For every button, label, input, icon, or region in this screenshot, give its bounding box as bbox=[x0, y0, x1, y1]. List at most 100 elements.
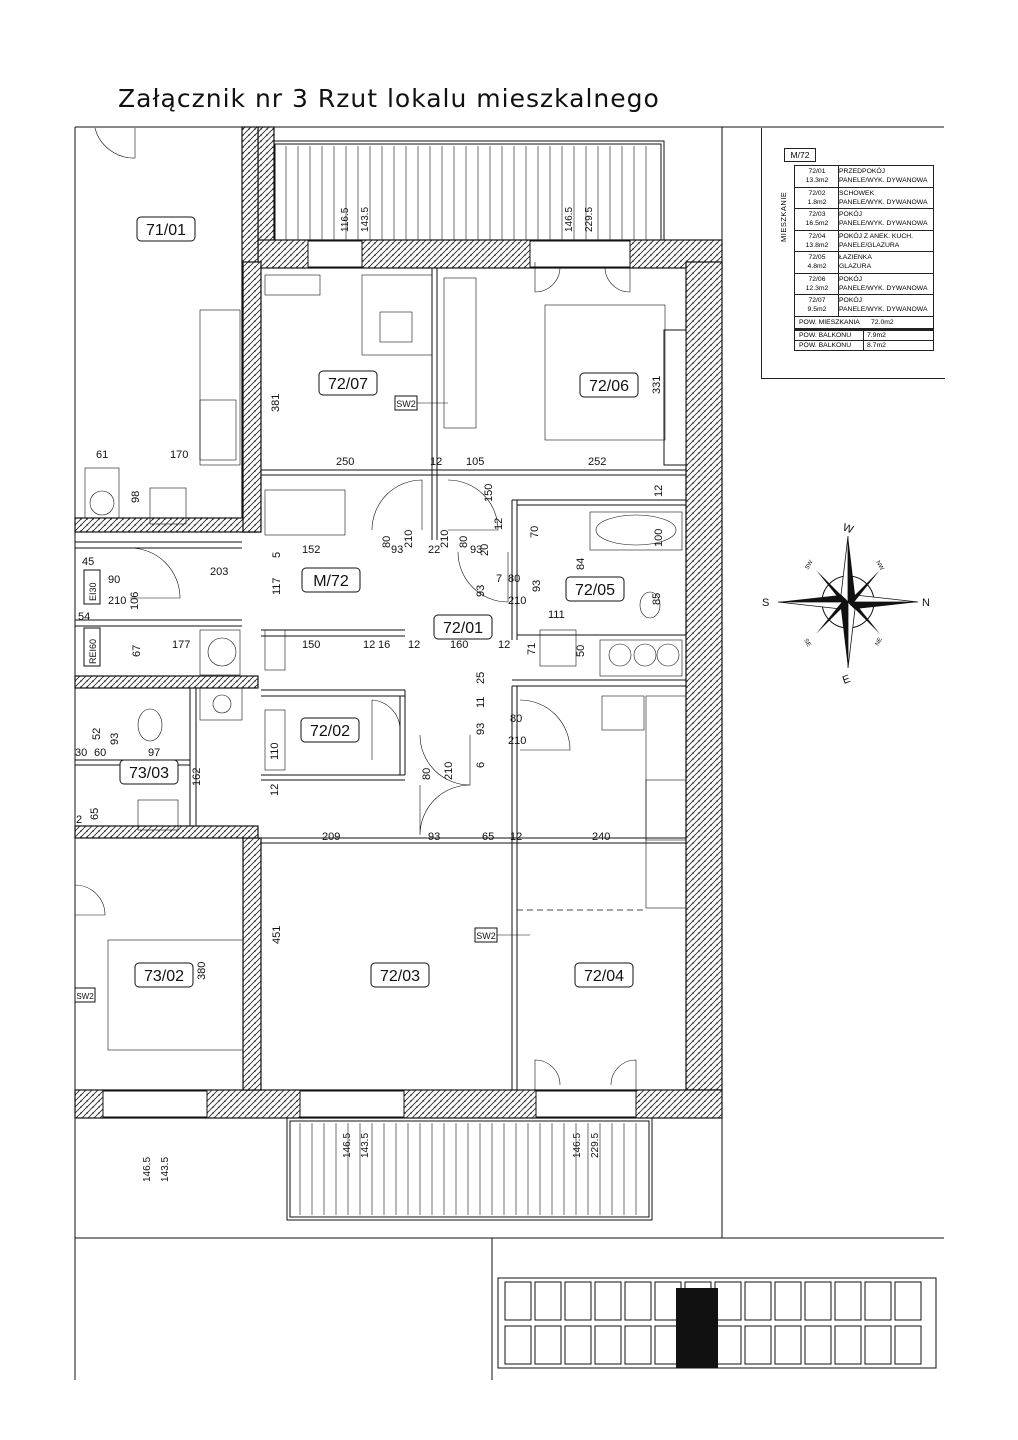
dim-143-5-c: 143.5 bbox=[360, 1133, 371, 1158]
row-name: POKÓJ bbox=[839, 275, 863, 283]
dim-252: 252 bbox=[588, 456, 606, 468]
row-area: 16.5m2 bbox=[805, 220, 829, 227]
fire-labels: EI30 REI60 bbox=[83, 569, 101, 667]
row-name: SCHOWEK bbox=[839, 189, 875, 197]
dim-250: 250 bbox=[336, 456, 354, 468]
compass-ne: NE bbox=[875, 637, 884, 647]
row-no: 72/03 bbox=[808, 211, 826, 218]
dim-85: 85 bbox=[651, 593, 663, 605]
row-area: 9.5m2 bbox=[807, 306, 827, 313]
table-section-label: MIESZKANIE bbox=[779, 191, 788, 242]
dim-146-5-d: 146.5 bbox=[572, 1133, 583, 1158]
row-area: 4.8m2 bbox=[807, 263, 827, 270]
switch-labels: SW2 SW2 SW2 bbox=[74, 395, 530, 1003]
dim-7: 7 bbox=[496, 573, 502, 585]
room-label-72-01: 72/01 bbox=[443, 620, 483, 637]
furniture bbox=[84, 274, 687, 1051]
doors bbox=[74, 127, 637, 1090]
dim-67: 67 bbox=[131, 645, 143, 657]
dim-93-f: 93 bbox=[109, 733, 121, 745]
dim-84: 84 bbox=[575, 558, 587, 570]
dim-210-a: 210 bbox=[403, 530, 415, 548]
dim-5: 5 bbox=[271, 552, 283, 558]
row-no: 72/06 bbox=[808, 275, 826, 283]
room-label-72-05: 72/05 bbox=[575, 582, 615, 599]
dim-106: 106 bbox=[129, 592, 141, 610]
dim-209: 209 bbox=[322, 831, 340, 843]
dim-12-e: 12 bbox=[408, 639, 420, 651]
row-no: 72/05 bbox=[808, 254, 826, 261]
row-floor: PANELE/WYK. DYWANOWA bbox=[839, 306, 928, 313]
compass-s: S bbox=[762, 597, 769, 609]
row-area: 1.8m2 bbox=[807, 198, 827, 206]
row-area: 13.8m2 bbox=[805, 241, 829, 249]
dim-22: 22 bbox=[428, 544, 440, 556]
row-name: POKÓJ bbox=[839, 297, 863, 304]
fire-label-ei30: EI30 bbox=[88, 582, 98, 601]
dim-381: 381 bbox=[270, 394, 282, 412]
dim-143-5: 143.5 bbox=[360, 207, 371, 232]
dim-65-a: 65 bbox=[89, 808, 101, 820]
dim-160: 160 bbox=[450, 639, 468, 651]
dim-100: 100 bbox=[653, 529, 665, 547]
compass-sw: SW bbox=[805, 559, 815, 571]
dim-380: 380 bbox=[196, 962, 208, 980]
balcony-row: POW. BALKONU 8.7m2 bbox=[795, 340, 933, 350]
dim-162: 162 bbox=[191, 768, 203, 786]
key-plan-highlight bbox=[676, 1288, 718, 1368]
dim-50: 50 bbox=[575, 645, 587, 657]
dim-451: 451 bbox=[271, 926, 283, 944]
dim-12-a: 12 bbox=[430, 456, 442, 468]
switch-label-1: SW2 bbox=[396, 399, 416, 409]
dim-90: 90 bbox=[108, 574, 120, 586]
windows bbox=[102, 240, 687, 1118]
dim-80-b: 80 bbox=[458, 536, 470, 548]
dim-12-b: 12 bbox=[653, 485, 665, 497]
row-no: 72/02 bbox=[808, 189, 826, 197]
room-labels: 71/01 72/07 72/06 M/72 72/05 72/01 72/02… bbox=[119, 216, 639, 988]
dim-54: 54 bbox=[78, 611, 90, 623]
balcony-label: POW. BALKONU bbox=[799, 342, 852, 349]
switch-label-3: SW2 bbox=[76, 992, 94, 1001]
dim-93-a: 93 bbox=[391, 544, 403, 556]
row-no: 72/04 bbox=[808, 232, 826, 240]
dim-150-h: 150 bbox=[302, 639, 320, 651]
dim-210-b: 210 bbox=[439, 530, 451, 548]
dim-170: 170 bbox=[170, 449, 188, 461]
dim-80-d: 80 bbox=[510, 713, 522, 725]
room-label-72-06: 72/06 bbox=[589, 378, 629, 395]
row-name: POKÓJ bbox=[839, 211, 863, 218]
row-floor: PANELE/WYK. DYWANOWA bbox=[839, 220, 928, 227]
dim-93-g: 93 bbox=[428, 831, 440, 843]
balcony-value: 8.7m2 bbox=[863, 341, 886, 350]
dim-2: 2 bbox=[76, 814, 82, 826]
dim-80-a: 80 bbox=[381, 536, 393, 548]
table-row: 72/03 16.5m2 POKÓJ PANELE/WYK. DYWANOWA bbox=[795, 209, 933, 231]
dim-30: 30 bbox=[75, 747, 87, 759]
dim-210-f: 210 bbox=[443, 762, 455, 780]
dim-146-5-b: 146.5 bbox=[142, 1157, 153, 1182]
drawing-title: Załącznik nr 3 Rzut lokalu mieszkalnego bbox=[118, 84, 660, 113]
dimensions: 116.5 143.5 146.5 229.5 381 331 61 170 9… bbox=[75, 207, 665, 1182]
room-label-71-01: 71/01 bbox=[146, 222, 186, 239]
dim-111: 111 bbox=[548, 609, 565, 621]
compass-e: E bbox=[841, 673, 852, 687]
room-label-73-03: 73/03 bbox=[129, 765, 169, 782]
dim-80-c: 80 bbox=[508, 573, 520, 585]
room-label-72-04: 72/04 bbox=[584, 968, 624, 985]
dim-146-5-c: 146.5 bbox=[342, 1133, 353, 1158]
dim-93-e: 93 bbox=[475, 723, 487, 735]
dim-61: 61 bbox=[96, 449, 108, 461]
dim-70: 70 bbox=[529, 526, 541, 538]
room-label-72-03: 72/03 bbox=[380, 968, 420, 985]
row-floor: PANELE/GLAZURA bbox=[839, 241, 900, 249]
dim-97: 97 bbox=[148, 747, 160, 759]
compass-w: W bbox=[841, 522, 855, 537]
dim-12-g: 12 bbox=[269, 784, 281, 796]
dim-116-5: 116.5 bbox=[340, 207, 351, 232]
